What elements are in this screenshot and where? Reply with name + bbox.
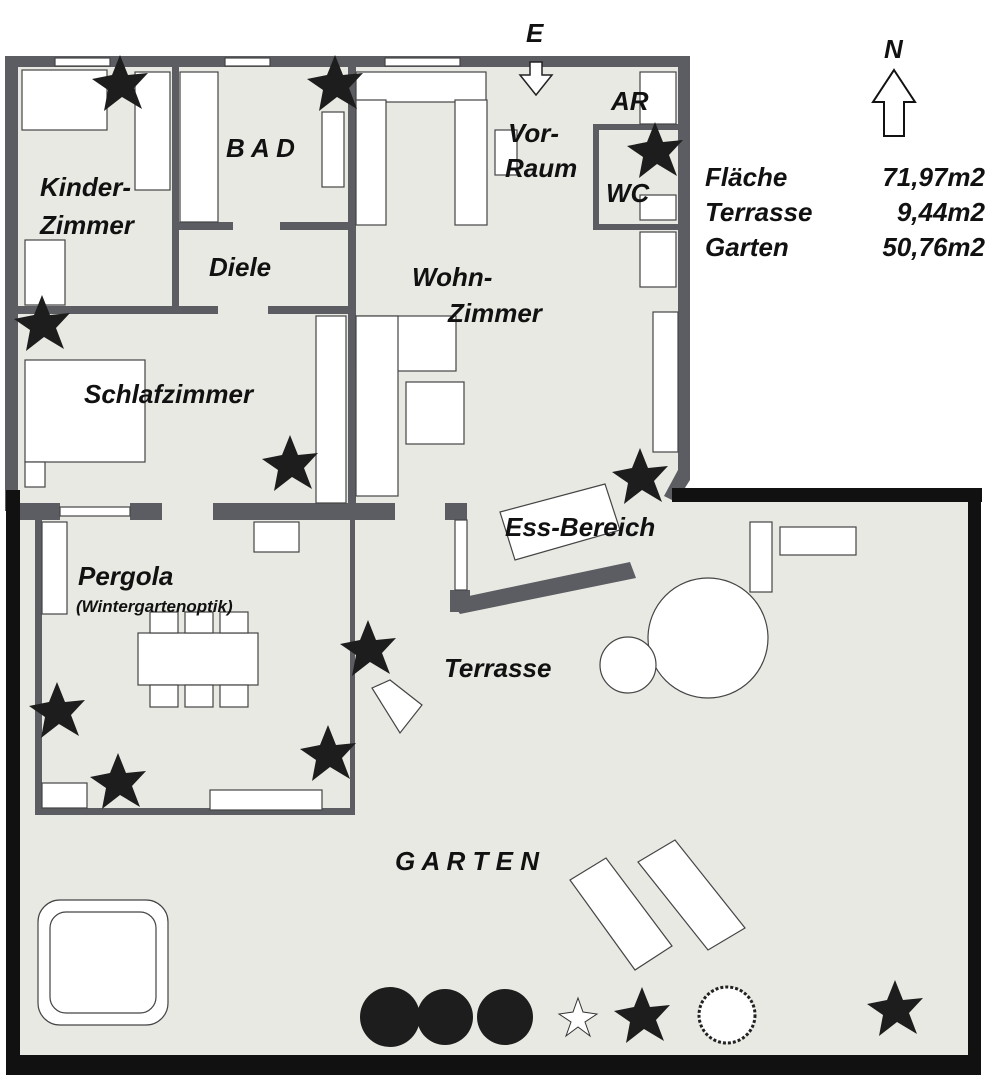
garden-fence (6, 488, 982, 1075)
legend-value: 9,44m2 (897, 197, 986, 227)
room-label-kinder-1: Kinder- (40, 172, 131, 202)
room-label-wohn-2: Zimmer (447, 298, 544, 328)
furniture (21, 69, 857, 1026)
garden-floor (12, 495, 974, 1060)
area-legend: Fläche 71,97m2 Terrasse 9,44m2 Garten 50… (705, 162, 986, 262)
legend-value: 50,76m2 (882, 232, 985, 262)
room-label-wohn-1: Wohn- (412, 262, 492, 292)
legend-label: Garten (705, 232, 789, 262)
north-label: N (884, 34, 904, 64)
room-label-schlafzimmer: Schlafzimmer (84, 379, 255, 409)
room-label-pergola-note: (Wintergartenoptik) (76, 597, 233, 616)
entrance-arrow-icon (518, 61, 554, 97)
room-label-ess-bereich: Ess-Bereich (505, 512, 655, 542)
legend-value: 71,97m2 (882, 162, 985, 192)
room-label-vorraum-1: Vor- (508, 118, 559, 148)
legend-label: Fläche (705, 162, 787, 192)
room-label-kinder-2: Zimmer (39, 210, 136, 240)
room-label-pergola: Pergola (78, 561, 173, 591)
walls (5, 56, 690, 815)
room-label-ar: AR (610, 86, 649, 116)
room-label-vorraum-2: Raum (505, 153, 577, 183)
room-label-terrasse: Terrasse (444, 653, 551, 683)
room-label-bad: B A D (226, 133, 295, 163)
plants (14, 55, 923, 1047)
room-label-garten: G A R T E N (395, 846, 540, 876)
room-label-diele: Diele (209, 252, 271, 282)
entrance-label: E (526, 18, 544, 48)
north-arrow-icon (871, 68, 917, 137)
room-label-wc: WC (606, 178, 651, 208)
legend-label: Terrasse (705, 197, 812, 227)
